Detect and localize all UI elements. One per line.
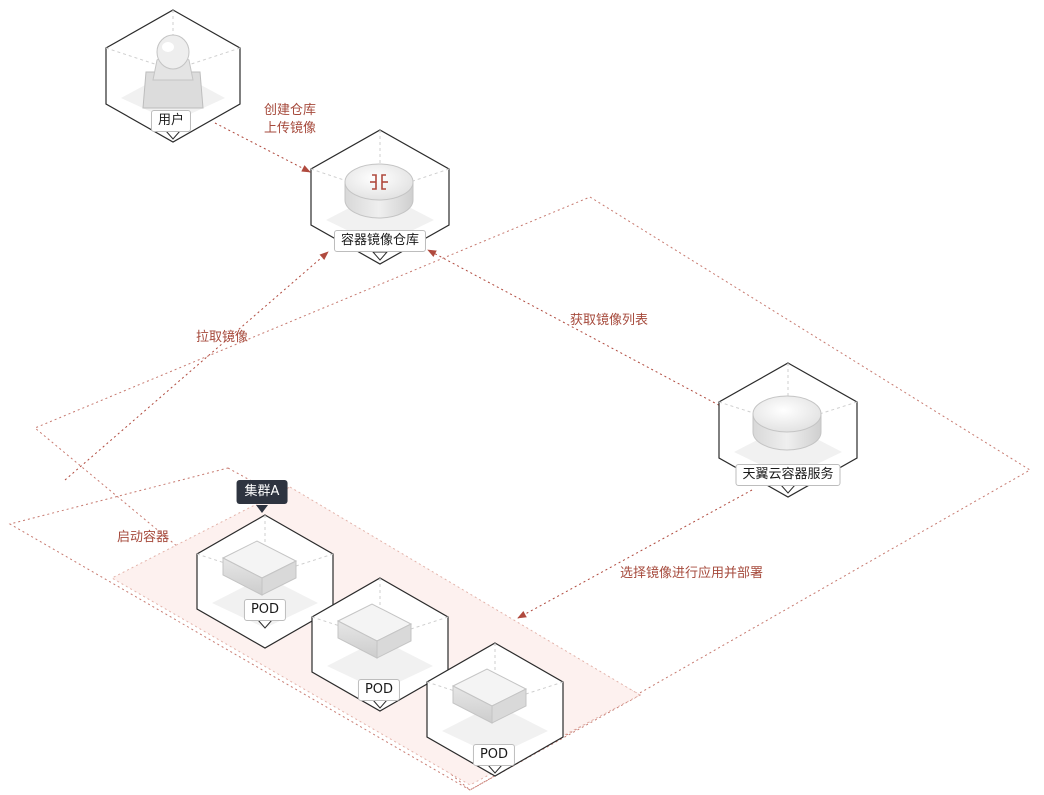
pod1-label: POD [243, 599, 287, 621]
outer-region-small [8, 467, 642, 791]
edge-label-deploy: 选择镜像进行应用并部署 [620, 566, 764, 581]
pod3-node [426, 642, 564, 777]
user-icon [142, 34, 204, 109]
registry-label: 容器镜像仓库 [333, 230, 427, 252]
edge-label-start-container: 启动容器 [117, 530, 170, 545]
cluster-tag: 集群A [236, 480, 288, 504]
user-node [105, 9, 241, 143]
pod3-label: POD [472, 744, 516, 766]
edge-label-pull-image: 拉取镜像 [196, 330, 249, 345]
pod2-node [311, 577, 449, 712]
edge-label-user-to-registry: 创建仓库 上传镜像 [264, 102, 316, 138]
outer-region-large [34, 196, 1031, 791]
edge-label-list-images: 获取镜像列表 [570, 313, 649, 328]
edge-service-to-registry [427, 249, 729, 411]
pod2-label: POD [357, 679, 401, 701]
pod-icon [451, 668, 528, 724]
edge-label-line2: 上传镜像 [264, 121, 317, 136]
edge-service-to-cluster [517, 489, 753, 619]
registry-icon [344, 163, 414, 219]
user-label: 用户 [150, 110, 192, 132]
container-service-icon [752, 395, 822, 451]
service-label: 天翼云容器服务 [735, 464, 841, 486]
edge-cluster-to-registry [64, 251, 329, 481]
edge-label-line1: 创建仓库 [264, 103, 317, 118]
pod-icon [336, 603, 413, 659]
pod-icon [221, 540, 298, 596]
